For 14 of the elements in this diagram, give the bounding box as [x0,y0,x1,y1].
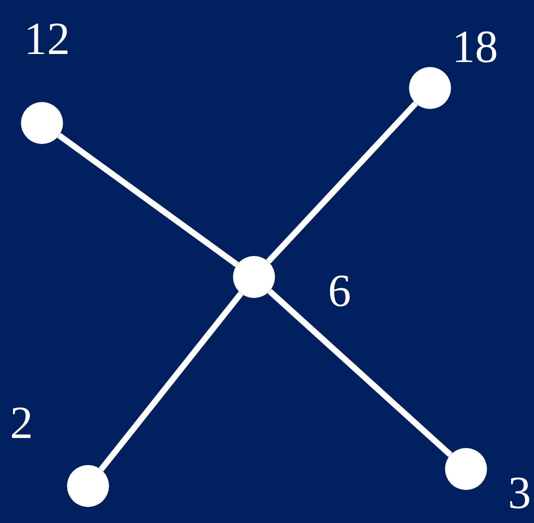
connector-line [268,288,452,458]
node-label: 12 [24,16,70,62]
connector-line [266,101,418,264]
node-label: 3 [508,470,531,516]
node-label: 2 [10,400,33,446]
node-label: 6 [328,268,351,314]
node-label: 18 [452,24,498,70]
node-circle [409,67,451,109]
node-circle [67,465,109,507]
node-circle [233,256,275,298]
node-circle [21,102,63,144]
node-circle [445,448,487,490]
connector-line [98,292,244,472]
connector-line [57,132,239,268]
